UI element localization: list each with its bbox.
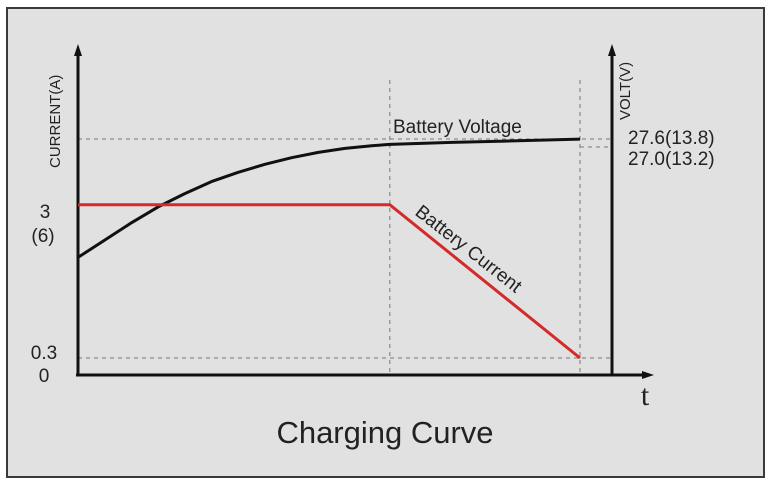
chart-frame: [6, 7, 765, 478]
series-label-current: Battery Current: [411, 201, 526, 297]
chart-title: Charging Curve: [276, 415, 493, 450]
left-axis-arrow-icon: [74, 44, 82, 56]
series-label-voltage: Battery Voltage: [393, 117, 522, 138]
tick-label-27-0: 27.0(13.2): [628, 149, 715, 170]
tick-label-27-6: 27.6(13.8): [628, 128, 715, 149]
tick-sublabel-6: (6): [31, 226, 54, 247]
series-line-battery-voltage: [77, 137, 581, 259]
x-axis-label: t: [641, 379, 650, 412]
right-axis-label: VOLT(V): [617, 62, 634, 120]
tick-label-3: 3: [40, 202, 51, 223]
time-axis-arrow-icon: [642, 371, 654, 379]
tick-label-0-3: 0.3: [31, 343, 57, 364]
tick-label-0: 0: [39, 366, 50, 387]
left-axis-label: CURRENT(A): [47, 75, 64, 168]
series-line-battery-current: [78, 203, 581, 360]
right-axis-arrow-icon: [608, 44, 616, 56]
